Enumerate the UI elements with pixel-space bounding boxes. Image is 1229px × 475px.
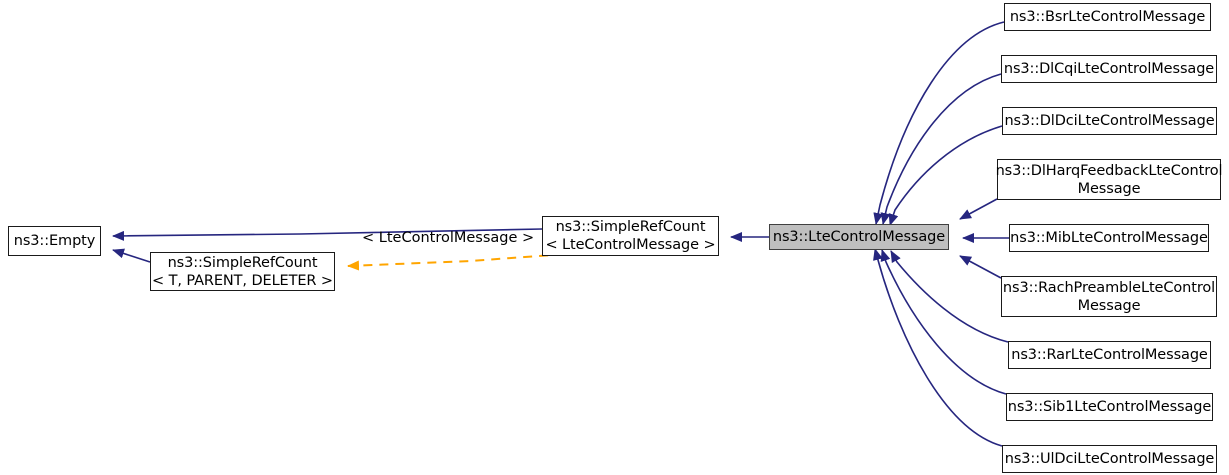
node-label-line: ns3::LteControlMessage (772, 229, 946, 245)
node-ns3-empty[interactable]: ns3::Empty (8, 226, 101, 256)
node-label-line: ns3::SimpleRefCount (167, 254, 318, 271)
node-label-line: ns3::Empty (13, 233, 96, 249)
edge-dlcqi-to-base (880, 73, 1002, 225)
node-ns3-dlharqfeedbackltecontrolmessage[interactable]: ns3::DlHarqFeedbackLteControl Message (995, 159, 1223, 200)
node-label-line: ns3::UlDciLteControlMessage (1004, 451, 1215, 467)
node-ns3-dldciltecontrolmessage[interactable]: ns3::DlDciLteControlMessage (1002, 107, 1217, 135)
node-label-line: ns3::DlDciLteControlMessage (1004, 113, 1215, 129)
edge-simplerefcount-lte-to-empty (112, 228, 543, 241)
node-label-line: < T, PARENT, DELETER > (152, 272, 333, 289)
edge-dldci-to-base (888, 125, 1003, 226)
node-ns3-uldciltecontrolmessage[interactable]: ns3::UlDciLteControlMessage (1002, 445, 1217, 473)
node-label-line: ns3::RarLteControlMessage (1011, 347, 1208, 363)
node-ns3-ltecontrolmessage[interactable]: ns3::LteControlMessage (769, 224, 949, 250)
edge-bsr-to-base (873, 21, 1005, 225)
node-ns3-rachpreambleltecontrolmessage[interactable]: ns3::RachPreambleLteControl Message (1001, 276, 1217, 317)
edge-uldci-to-base (873, 248, 1003, 447)
node-label-line: ns3::DlHarqFeedbackLteControl (995, 162, 1223, 179)
node-label-line: < LteControlMessage > (545, 237, 716, 253)
node-ns3-sib1ltecontrolmessage[interactable]: ns3::Sib1LteControlMessage (1006, 393, 1213, 421)
node-ns3-simplerefcount-generic[interactable]: ns3::SimpleRefCount < T, PARENT, DELETER… (150, 252, 335, 291)
node-label-line: Message (1077, 297, 1141, 314)
node-label-line: ns3::BsrLteControlMessage (1009, 9, 1206, 25)
node-label-line: ns3::MibLteControlMessage (1010, 230, 1208, 246)
edge-simplerefcount-generic-to-empty (112, 248, 151, 263)
edge-sib1-to-base (880, 249, 1007, 395)
node-ns3-bsrltecontrolmessage[interactable]: ns3::BsrLteControlMessage (1004, 3, 1211, 31)
node-label-line: ns3::Sib1LteControlMessage (1007, 399, 1212, 415)
node-ns3-rarltecontrolmessage[interactable]: ns3::RarLteControlMessage (1008, 341, 1211, 369)
node-ns3-simplerefcount-ltecontrolmessage[interactable]: ns3::SimpleRefCount < LteControlMessage … (542, 216, 719, 256)
edge-rar-to-base (890, 250, 1009, 343)
node-label-line: Message (1077, 180, 1141, 197)
node-label-line: ns3::SimpleRefCount (555, 219, 706, 235)
node-ns3-mibltecontrolmessage[interactable]: ns3::MibLteControlMessage (1009, 224, 1209, 252)
node-label-line: ns3::RachPreambleLteControl (1002, 279, 1216, 296)
edge-rachpreamble-to-base (959, 255, 1002, 279)
node-ns3-dlcqiltecontrolmessage[interactable]: ns3::DlCqiLteControlMessage (1001, 55, 1217, 83)
edge-dlharqfeedback-to-base (959, 198, 998, 220)
node-label-line: ns3::DlCqiLteControlMessage (1003, 61, 1215, 77)
edge-label-template-parameter: < LteControlMessage > (362, 230, 535, 246)
